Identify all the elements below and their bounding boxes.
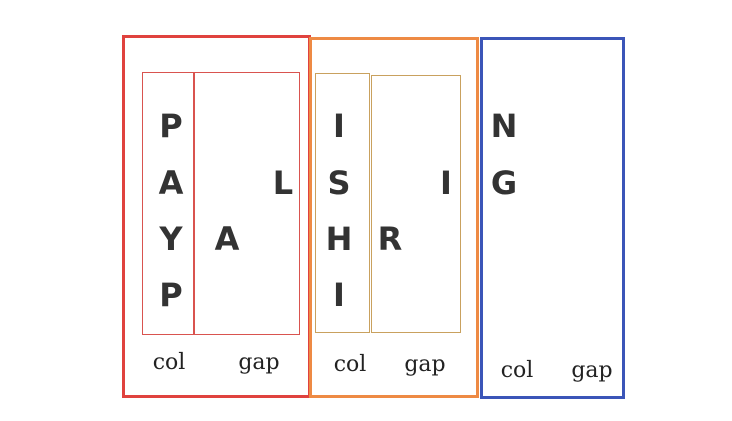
group-2-col-caption: col	[333, 352, 367, 377]
group-2-col-letter-4: I	[333, 276, 345, 314]
group-1-col-letter-3: Y	[159, 220, 183, 258]
group-2-col-letter-3: H	[325, 220, 353, 258]
group-2-col-letter-2: S	[327, 164, 351, 202]
group-2-col-box	[315, 73, 370, 333]
group-2-gap-letter-2: R	[377, 220, 403, 258]
group-1-col-letter-4: P	[159, 276, 183, 314]
group-3-gap-caption: gap	[571, 358, 613, 383]
group-1-col-box	[142, 72, 194, 335]
group-2-box	[309, 37, 479, 398]
group-2-gap-letter-1: I	[440, 164, 452, 202]
group-1-col-letter-2: A	[158, 164, 184, 202]
group-2-col-letter-1: I	[333, 107, 345, 145]
group-2-gap-box	[371, 75, 461, 333]
group-1-col-caption: col	[152, 350, 186, 375]
group-3-col-letter-1: N	[490, 107, 518, 145]
group-1-gap-letter-2: A	[214, 220, 240, 258]
group-1-col-letter-1: P	[159, 107, 183, 145]
group-3-col-letter-2: G	[490, 164, 518, 202]
group-3-box	[480, 37, 625, 399]
group-1-gap-box	[194, 72, 300, 335]
group-2-gap-caption: gap	[404, 352, 446, 377]
group-3-col-caption: col	[500, 358, 534, 383]
group-1-gap-caption: gap	[238, 350, 280, 375]
group-1-gap-letter-1: L	[272, 164, 294, 202]
